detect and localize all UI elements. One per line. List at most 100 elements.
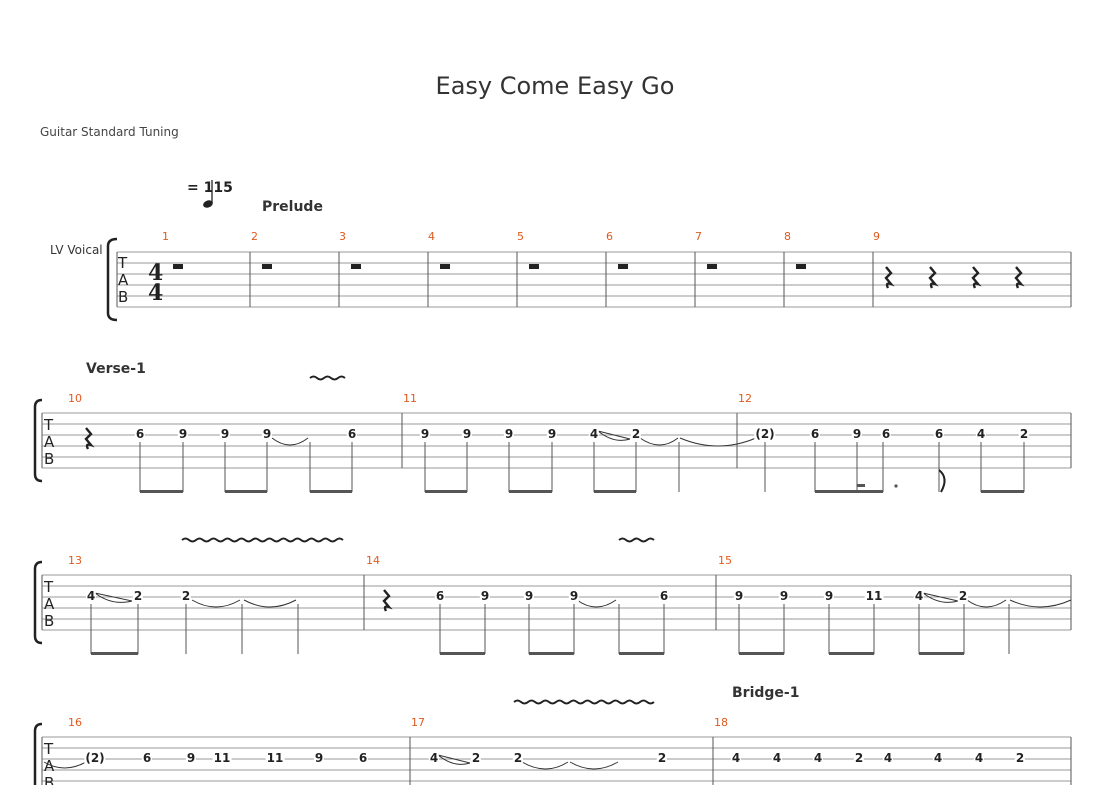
fret-number: (2) [84, 751, 106, 765]
fret-number: 4 [975, 427, 987, 441]
fret-number: 9 [419, 427, 431, 441]
svg-text:A: A [44, 757, 55, 775]
svg-text:A: A [118, 271, 129, 289]
svg-text:T: T [43, 416, 54, 434]
eighth-flag [938, 469, 946, 493]
section-prelude: Prelude [262, 199, 323, 215]
time-signature: 44 [148, 260, 163, 306]
fret-number: 6 [880, 427, 892, 441]
fret-number: 6 [346, 427, 358, 441]
bar-number: 7 [695, 230, 702, 243]
song-title: Easy Come Easy Go [435, 72, 675, 100]
fret-number: 9 [185, 751, 197, 765]
bar-number: 13 [68, 554, 82, 567]
bar-number: 14 [366, 554, 380, 567]
system-brackets [33, 237, 118, 785]
bar-number: 17 [411, 716, 425, 729]
whole-rests [173, 264, 806, 269]
fret-number: 9 [823, 589, 835, 603]
bar-number: 4 [428, 230, 435, 243]
fret-number: 4 [85, 589, 97, 603]
fret-number: 6 [658, 589, 670, 603]
bar-number: 18 [714, 716, 728, 729]
fret-number: 6 [357, 751, 369, 765]
bar-number: 2 [251, 230, 258, 243]
fret-number: 4 [913, 589, 925, 603]
fret-number: 9 [461, 427, 473, 441]
fret-number: 9 [778, 589, 790, 603]
fret-number: 9 [177, 427, 189, 441]
quarter-note-icon [203, 180, 213, 208]
fret-number: 4 [730, 751, 742, 765]
staff-lines [42, 251, 1071, 782]
fret-number: 9 [313, 751, 325, 765]
fret-number: 2 [1018, 427, 1030, 441]
svg-text:T: T [117, 254, 128, 272]
fret-number: 9 [479, 589, 491, 603]
fret-number: 9 [851, 427, 863, 441]
section-verse: Verse-1 [86, 361, 146, 377]
vibrato [181, 375, 655, 705]
fret-number: 9 [546, 427, 558, 441]
svg-text:T: T [43, 740, 54, 758]
fret-number: 4 [771, 751, 783, 765]
fret-number: (2) [754, 427, 776, 441]
fret-number: 11 [864, 589, 884, 603]
fret-number: 2 [512, 751, 524, 765]
fret-number: 6 [434, 589, 446, 603]
fret-number: 11 [212, 751, 232, 765]
fret-number: 4 [428, 751, 440, 765]
svg-text:A: A [44, 433, 55, 451]
fret-number: 2 [132, 589, 144, 603]
bar-number: 1 [162, 230, 169, 243]
barlines [41, 252, 1072, 785]
fret-number: 4 [812, 751, 824, 765]
bar-number: 3 [339, 230, 346, 243]
svg-text:B: B [44, 774, 54, 785]
bar-number: 5 [517, 230, 524, 243]
fret-number: 4 [882, 751, 894, 765]
bar-number: 16 [68, 716, 82, 729]
fret-number: 2 [853, 751, 865, 765]
fret-number: 6 [134, 427, 146, 441]
svg-text:B: B [44, 612, 54, 630]
fret-number: 4 [973, 751, 985, 765]
bar-number: 11 [403, 392, 417, 405]
svg-text:4: 4 [148, 260, 163, 286]
svg-text:T: T [43, 578, 54, 596]
bar-number: 9 [873, 230, 880, 243]
fret-number: 9 [733, 589, 745, 603]
fret-number: 9 [219, 427, 231, 441]
bar-number: 12 [738, 392, 752, 405]
svg-text:B: B [44, 450, 54, 468]
fret-number: 6 [933, 427, 945, 441]
bar-number: 15 [718, 554, 732, 567]
fret-number: 9 [261, 427, 273, 441]
svg-text:A: A [44, 595, 55, 613]
fret-number: 2 [470, 751, 482, 765]
bar-number: 8 [784, 230, 791, 243]
tab-clef-text: TAB TAB TAB TAB [43, 254, 129, 785]
fret-number: 9 [523, 589, 535, 603]
svg-text:B: B [118, 288, 128, 306]
fret-number: 6 [809, 427, 821, 441]
fret-number: 2 [1014, 751, 1026, 765]
tempo-value: = 115 [187, 180, 233, 196]
fret-number: 4 [932, 751, 944, 765]
bar-number: 6 [606, 230, 613, 243]
fret-number: 9 [568, 589, 580, 603]
bar-number: 10 [68, 392, 82, 405]
fret-number: 2 [656, 751, 668, 765]
fret-number: 6 [141, 751, 153, 765]
tuning-label: Guitar Standard Tuning [40, 125, 179, 139]
fret-number: 4 [588, 427, 600, 441]
fret-number: 2 [630, 427, 642, 441]
note-stems [90, 442, 1025, 654]
fret-number: 2 [180, 589, 192, 603]
fret-number: 2 [957, 589, 969, 603]
fret-number: 9 [503, 427, 515, 441]
ties [43, 437, 1072, 770]
svg-text:4: 4 [148, 280, 163, 306]
section-bridge: Bridge-1 [732, 685, 800, 701]
